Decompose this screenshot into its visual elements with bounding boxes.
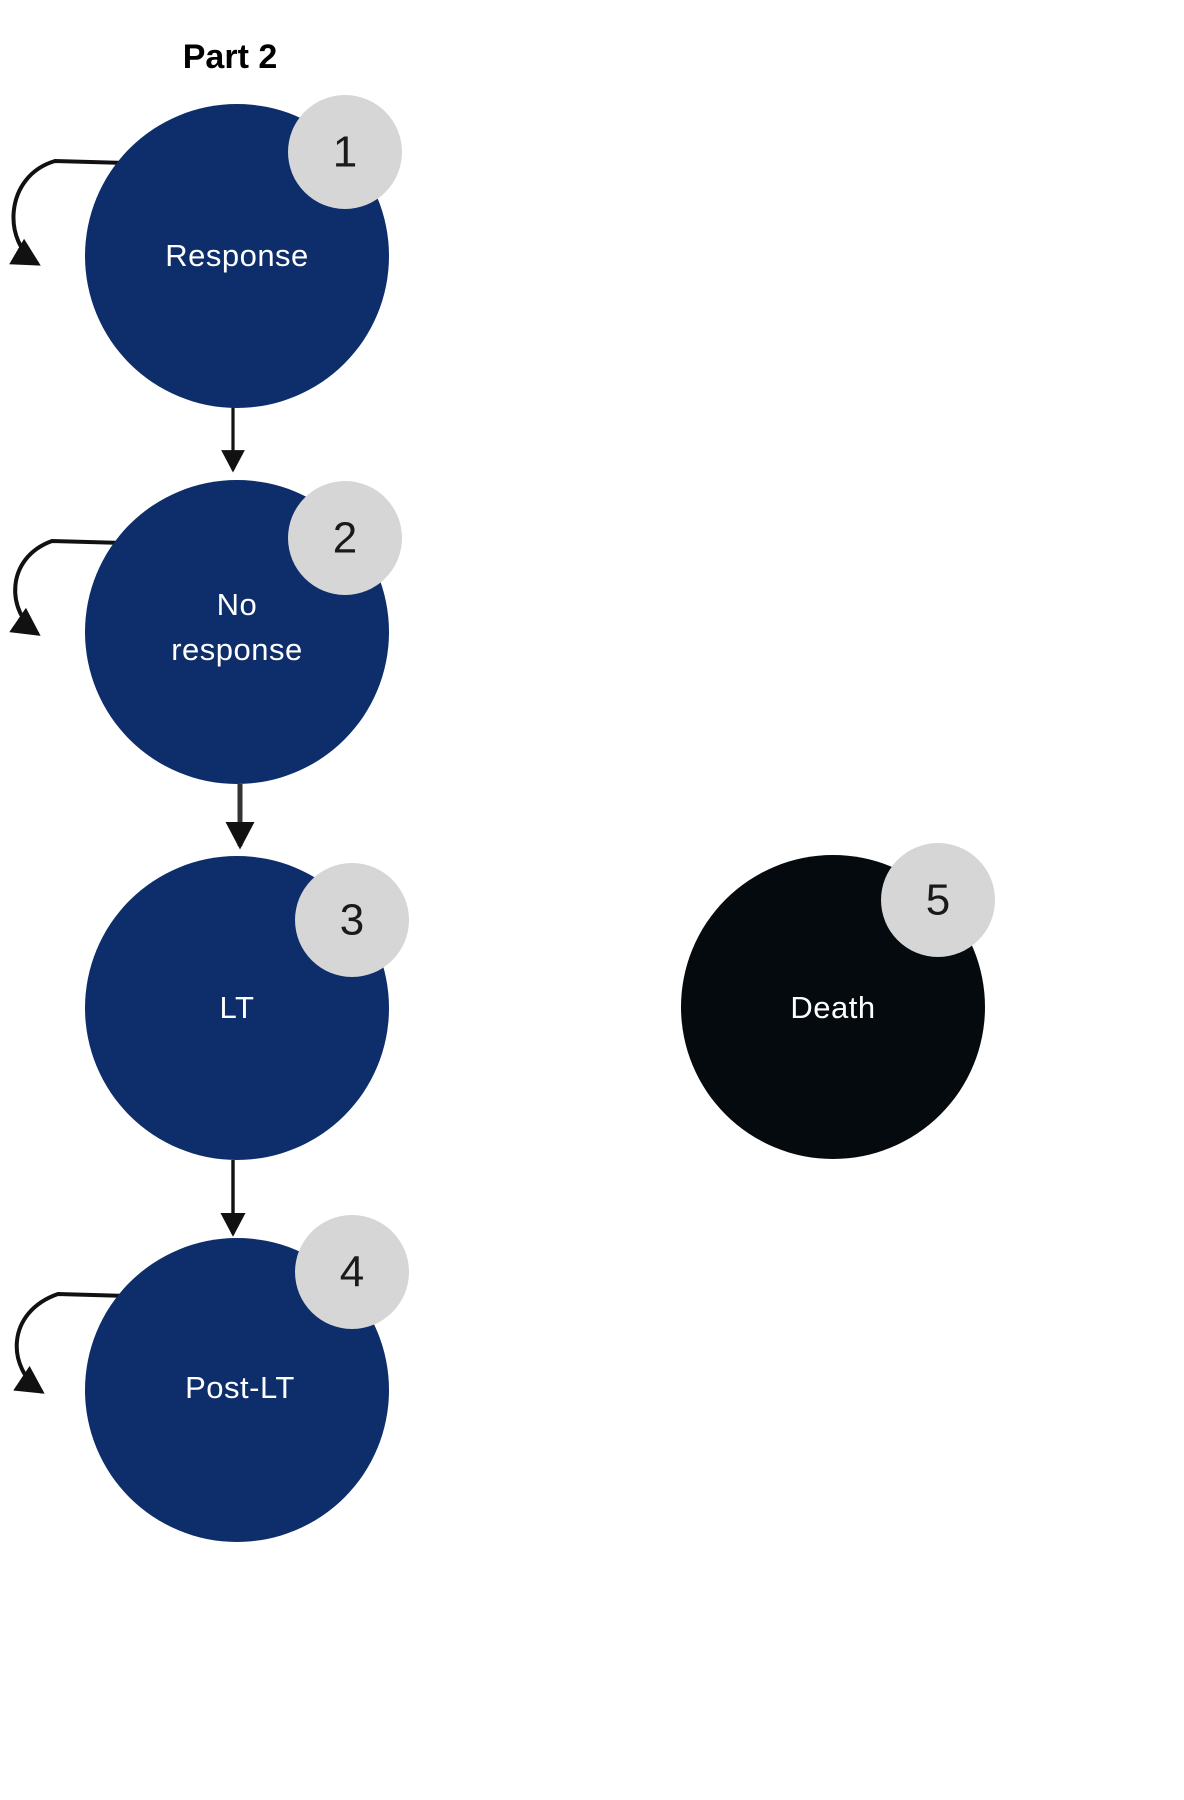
self-loop-post-lt	[13, 1291, 131, 1394]
node-post-lt-label: Post-LT	[185, 1370, 295, 1405]
self-loop-no-response	[9, 538, 125, 636]
node-death[interactable]: Death 5	[681, 843, 995, 1159]
node-no-response[interactable]: No response 2	[85, 480, 402, 784]
self-loop-response-path	[9, 158, 127, 266]
node-no-response-label-line1: No	[217, 587, 258, 622]
self-loop-post-lt-path	[13, 1291, 131, 1394]
node-no-response-label-line2: response	[171, 632, 303, 667]
node-no-response-badge	[288, 481, 402, 595]
node-death-badge	[881, 843, 995, 957]
self-loop-no-response-path	[9, 538, 125, 636]
node-response-badge	[288, 95, 402, 209]
node-lt-label: LT	[220, 990, 255, 1025]
node-response[interactable]: Response 1	[85, 95, 402, 408]
node-lt-badge	[295, 863, 409, 977]
node-post-lt-circle[interactable]	[85, 1238, 389, 1542]
page-title: Part 2	[183, 38, 278, 76]
self-loop-response	[9, 158, 127, 266]
node-post-lt[interactable]: Post-LT 4	[85, 1215, 409, 1542]
node-no-response-badge-label: 2	[333, 514, 357, 563]
node-lt[interactable]: LT 3	[85, 856, 409, 1160]
node-response-label: Response	[165, 238, 309, 273]
node-death-label: Death	[790, 990, 875, 1025]
node-death-badge-label: 5	[926, 876, 950, 925]
node-post-lt-badge	[295, 1215, 409, 1329]
node-post-lt-badge-label: 4	[340, 1248, 364, 1297]
node-lt-badge-label: 3	[340, 896, 364, 945]
node-response-badge-label: 1	[333, 128, 357, 177]
